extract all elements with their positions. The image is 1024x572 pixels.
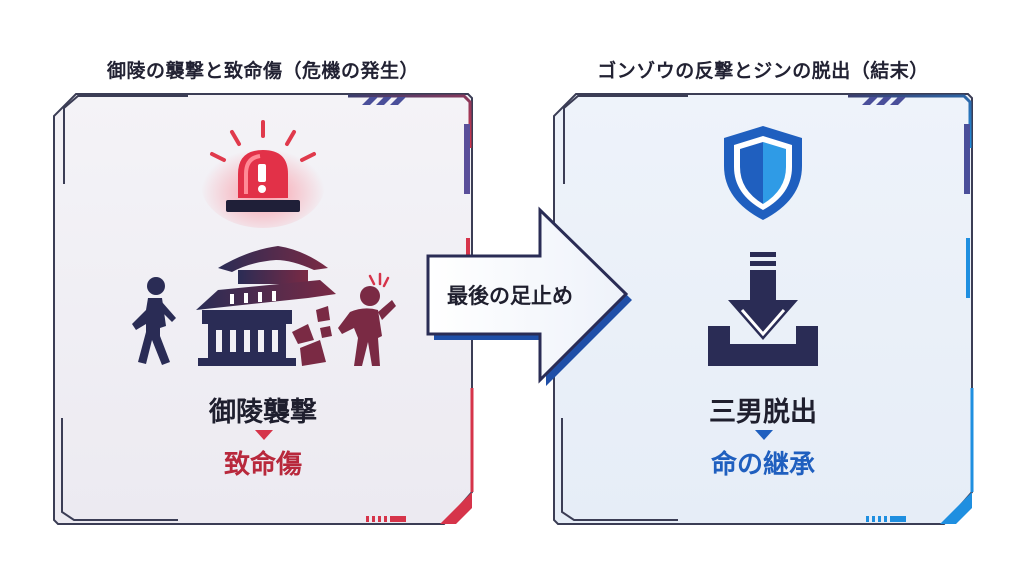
right-panel-heading: ゴンゾウの反撃とジンの脱出（結末） [597, 60, 929, 82]
shield-icon [724, 126, 802, 220]
left-down-marker [255, 430, 273, 440]
left-sub-label: 致命傷 [223, 450, 302, 480]
injured-person-icon [338, 272, 396, 366]
right-down-marker [755, 430, 773, 440]
collapsing-shrine-icon [196, 246, 336, 366]
left-panel-heading: 御陵の襲撃と致命傷（危機の発生） [106, 60, 419, 82]
transition-arrow [426, 206, 632, 386]
transition-arrow-label: 最後の足止め [447, 284, 573, 308]
alarm-siren-icon [201, 120, 325, 228]
left-panel-frame [53, 93, 474, 525]
right-sub-label: 命の継承 [710, 450, 815, 480]
walking-person-icon [132, 277, 176, 365]
right-panel: 三男脱出 命の継承 [548, 88, 978, 530]
left-panel: 御陵襲撃 致命傷 [48, 88, 478, 530]
download-arrow-icon [708, 252, 818, 366]
left-main-label: 御陵襲撃 [209, 397, 317, 428]
right-main-label: 三男脱出 [709, 397, 817, 428]
